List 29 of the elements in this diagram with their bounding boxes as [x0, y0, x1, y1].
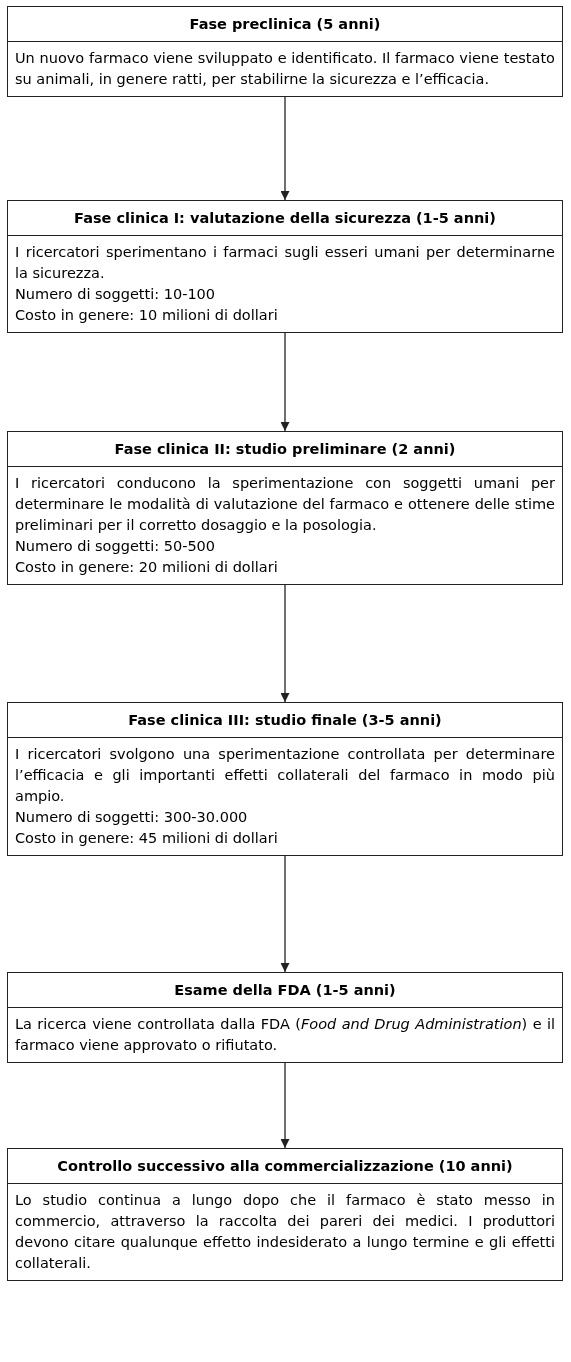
stage-heading: Fase clinica I: valutazione della sicurezza (1-5 anni) — [8, 201, 562, 236]
stage-description: Un nuovo farmaco viene sviluppato e identificato. Il farmaco viene testato su animali, in genere ratti, per stabilirne la sicurezza e l’efficacia. — [15, 49, 555, 89]
stage-heading: Fase clinica III: studio finale (3-5 anni) — [8, 703, 562, 738]
stage-detail: Numero di soggetti: 10-100 — [15, 285, 217, 304]
stage-heading: Esame della FDA (1-5 anni) — [8, 973, 562, 1008]
stage-detail: Costo in genere: 20 milioni di dollari — [15, 558, 279, 577]
stage-heading: Fase clinica II: studio preliminare (2 anni) — [8, 432, 562, 467]
arrow — [280, 1062, 290, 1149]
stage-detail: Numero di soggetti: 300-30.000 — [15, 808, 249, 827]
stage-description: La ricerca viene controllata dalla FDA (Food and Drug Administration) e il farmaco viene approvato o rifiutato. — [15, 1015, 555, 1055]
stage-box — [7, 972, 563, 1063]
arrow — [280, 855, 290, 973]
stage-description: Lo studio continua a lungo dopo che il farmaco è stato messo in commercio, attraverso la raccolta dei pareri dei medici. I produttori devono citare qualunque effetto indesiderato a lungo termine e gli effetti collaterali. — [15, 1191, 555, 1273]
stage-box — [7, 1148, 563, 1281]
arrow — [280, 584, 290, 703]
stage-box — [7, 200, 563, 333]
stage-description: I ricercatori conducono la sperimentazione con soggetti umani per determinare le modalità di valutazione del farmaco e ottenere delle stime preliminari per il corretto dosaggio e la posologia. — [15, 474, 555, 535]
stage-detail: Costo in genere: 45 milioni di dollari — [15, 829, 279, 848]
arrow — [280, 332, 290, 432]
stage-detail: Costo in genere: 10 milioni di dollari — [15, 306, 279, 325]
stage-box — [7, 6, 563, 97]
stage-detail: Numero di soggetti: 50-500 — [15, 537, 217, 556]
stage-description: I ricercatori sperimentano i farmaci sugli esseri umani per determinarne la sicurezza. — [15, 243, 555, 283]
stage-heading: Controllo successivo alla commercializzazione (10 anni) — [8, 1149, 562, 1184]
stage-description: I ricercatori svolgono una sperimentazione controllata per determinare l’efficacia e gli importanti effetti collaterali del farmaco in modo più ampio. — [15, 745, 555, 806]
arrow — [280, 96, 290, 201]
stage-box — [7, 431, 563, 585]
stage-heading: Fase preclinica (5 anni) — [8, 7, 562, 42]
stage-box — [7, 702, 563, 856]
